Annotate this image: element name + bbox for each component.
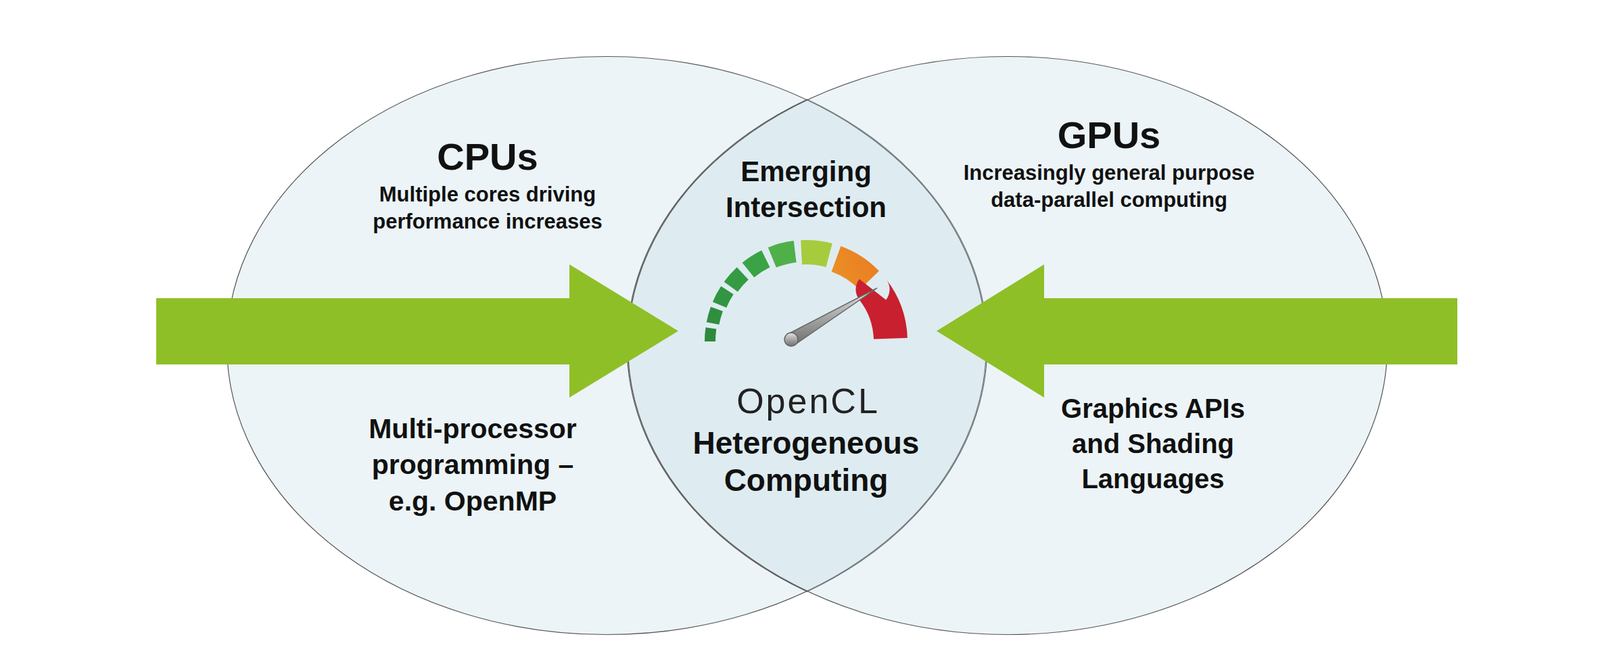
venn-region: GPUsIncreasingly general purpose data-pa… [627, 56, 1388, 635]
venn-region: Emerging IntersectionOpenCLHeterogeneous… [627, 99, 987, 592]
cpu-ellipse [226, 56, 987, 635]
venn-region: CPUsMultiple cores driving performance i… [226, 56, 987, 635]
region-note: Multi-processor programming – e.g. OpenM… [350, 411, 595, 520]
region-heading: GPUs [1007, 113, 1211, 157]
region-subtitle: Increasingly general purpose data-parall… [953, 159, 1265, 215]
gpu-ellipse-outline [628, 56, 1388, 635]
gpu-ellipse [627, 56, 1388, 635]
intersection-heading: Emerging Intersection [711, 154, 901, 226]
region-heading: CPUs [386, 135, 590, 179]
region-subtitle: Multiple cores driving performance incre… [359, 181, 617, 237]
logo-text: OpenCL [706, 380, 910, 422]
intersection-title: Heterogeneous Computing [680, 424, 932, 500]
needle-hub [784, 332, 798, 347]
region-note: Graphics APIs and Shading Languages [1051, 390, 1255, 497]
